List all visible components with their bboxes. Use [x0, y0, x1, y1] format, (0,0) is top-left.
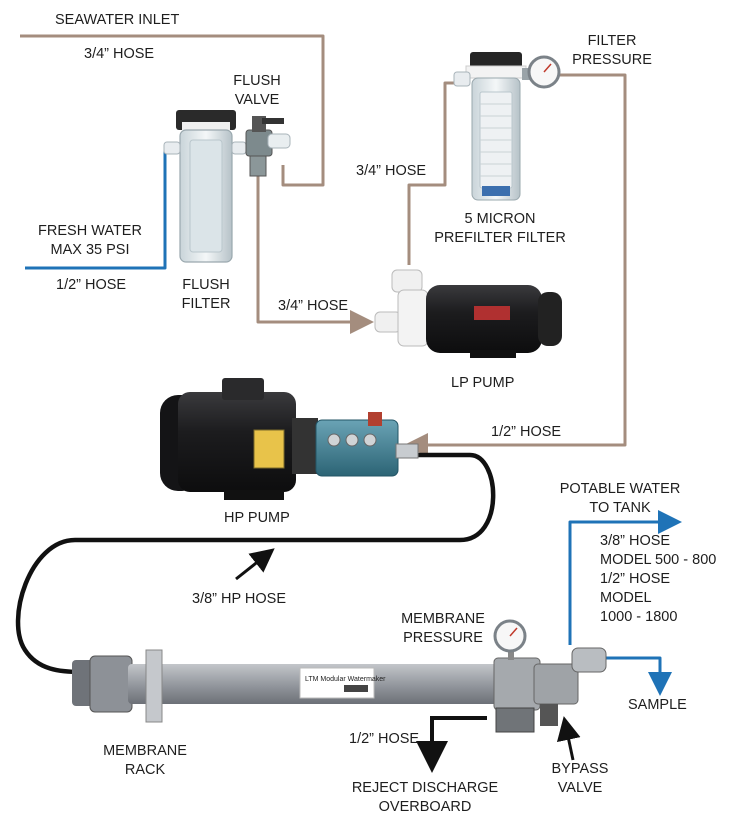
flush-valve-label: FLUSH VALVE	[233, 73, 281, 108]
lp-pump-label: LP PUMP	[451, 375, 515, 391]
hose-34-top-label: 3/4” HOSE	[84, 46, 155, 62]
flush-to-lp-line	[256, 175, 374, 334]
fresh-water-label: FRESH WATER MAX 35 PSI	[38, 223, 142, 258]
hp-hose-label: 3/8” HP HOSE	[192, 591, 287, 607]
seawater-inlet-label: SEAWATER INLET	[55, 12, 180, 28]
membrane-pressure-label: MEMBRANE PRESSURE	[401, 611, 485, 646]
sample-label: SAMPLE	[628, 697, 687, 713]
filter-pressure-label: FILTER PRESSURE	[572, 33, 652, 68]
membrane-rack-label: MEMBRANE RACK	[103, 743, 187, 778]
flush-filter-label: FLUSH FILTER	[181, 277, 231, 312]
flush-filter	[163, 110, 247, 263]
hp-pump	[160, 378, 419, 500]
lp-pump	[374, 269, 562, 358]
prefilter-to-hp-line	[404, 73, 627, 457]
hose-12-fresh-label: 1/2” HOSE	[56, 277, 127, 293]
seawater-inlet-line	[20, 34, 325, 187]
hp-pump-label: HP PUMP	[224, 510, 290, 526]
hose-12-reject-label: 1/2” HOSE	[349, 731, 420, 747]
potable-water-label: POTABLE WATER TO TANK	[559, 481, 681, 516]
reject-discharge-label: REJECT DISCHARGE OVERBOARD	[351, 780, 499, 815]
hp-hose-pointer	[235, 548, 275, 581]
flush-valve	[245, 116, 291, 177]
sample-line	[600, 656, 672, 696]
membrane-housing: LTM Modular Watermaker	[72, 619, 607, 733]
reject-discharge-line	[416, 716, 487, 773]
prefilter	[453, 52, 561, 201]
potable-line	[568, 510, 682, 645]
hose-12-hp-label: 1/2” HOSE	[491, 424, 562, 440]
bypass-valve-label: BYPASS VALVE	[551, 761, 609, 796]
micron-prefilter-label: 5 MICRON PREFILTER FILTER	[434, 211, 566, 246]
bypass-pointer	[556, 716, 581, 761]
hose-34-lp-label: 3/4” HOSE	[278, 298, 349, 314]
hose-34-prefilter-label: 3/4” HOSE	[356, 163, 427, 179]
hp-hose	[15, 452, 496, 675]
membrane-brand-label: LTM Modular Watermaker	[305, 676, 386, 683]
hose-spec-label: 3/8” HOSE MODEL 500 - 800 1/2” HOSE MODE…	[600, 533, 717, 625]
lp-to-prefilter-line	[407, 81, 458, 265]
